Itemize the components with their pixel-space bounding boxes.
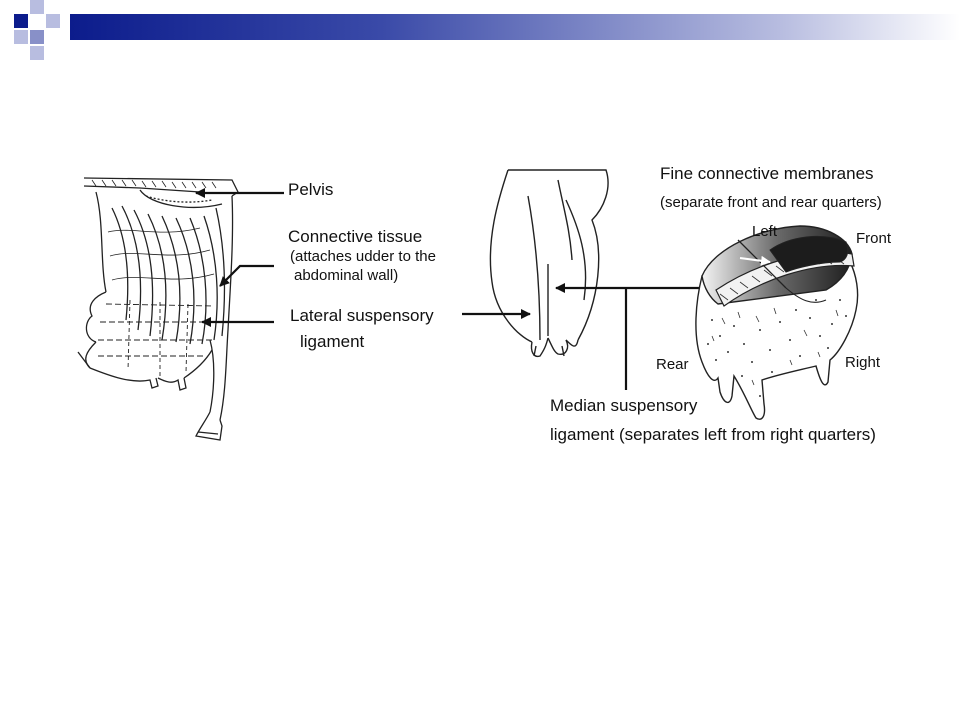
cutaway-udder-illustration xyxy=(695,225,859,420)
label-right: Right xyxy=(845,354,881,371)
corner-square-mid xyxy=(30,30,44,44)
left-pointer-lines xyxy=(195,188,284,327)
corner-square-dark xyxy=(14,14,28,28)
rear-view-illustration xyxy=(489,169,609,358)
side-view-illustration xyxy=(77,177,239,441)
label-median-2: ligament (separates left from right quar… xyxy=(550,425,876,444)
label-lateral-1: Lateral suspensory xyxy=(290,306,434,325)
label-fine-membranes-sub: (separate front and rear quarters) xyxy=(660,194,882,211)
label-connective-tissue-sub1: (attaches udder to the xyxy=(290,248,436,265)
corner-square-light xyxy=(14,30,28,44)
corner-square-light xyxy=(30,46,44,60)
label-connective-tissue: Connective tissue xyxy=(288,227,423,246)
label-rear: Rear xyxy=(656,356,689,373)
label-fine-membranes: Fine connective membranes xyxy=(660,164,874,183)
label-connective-tissue-sub2: abdominal wall) xyxy=(294,267,399,284)
label-front: Front xyxy=(856,230,892,247)
label-lateral-2: ligament xyxy=(300,332,365,351)
label-median-1: Median suspensory xyxy=(550,396,698,415)
corner-square-light xyxy=(30,0,44,14)
label-pelvis: Pelvis xyxy=(288,180,334,199)
header-gradient-bar xyxy=(70,14,960,40)
label-left: Left xyxy=(752,223,778,240)
corner-square-light xyxy=(46,14,60,28)
